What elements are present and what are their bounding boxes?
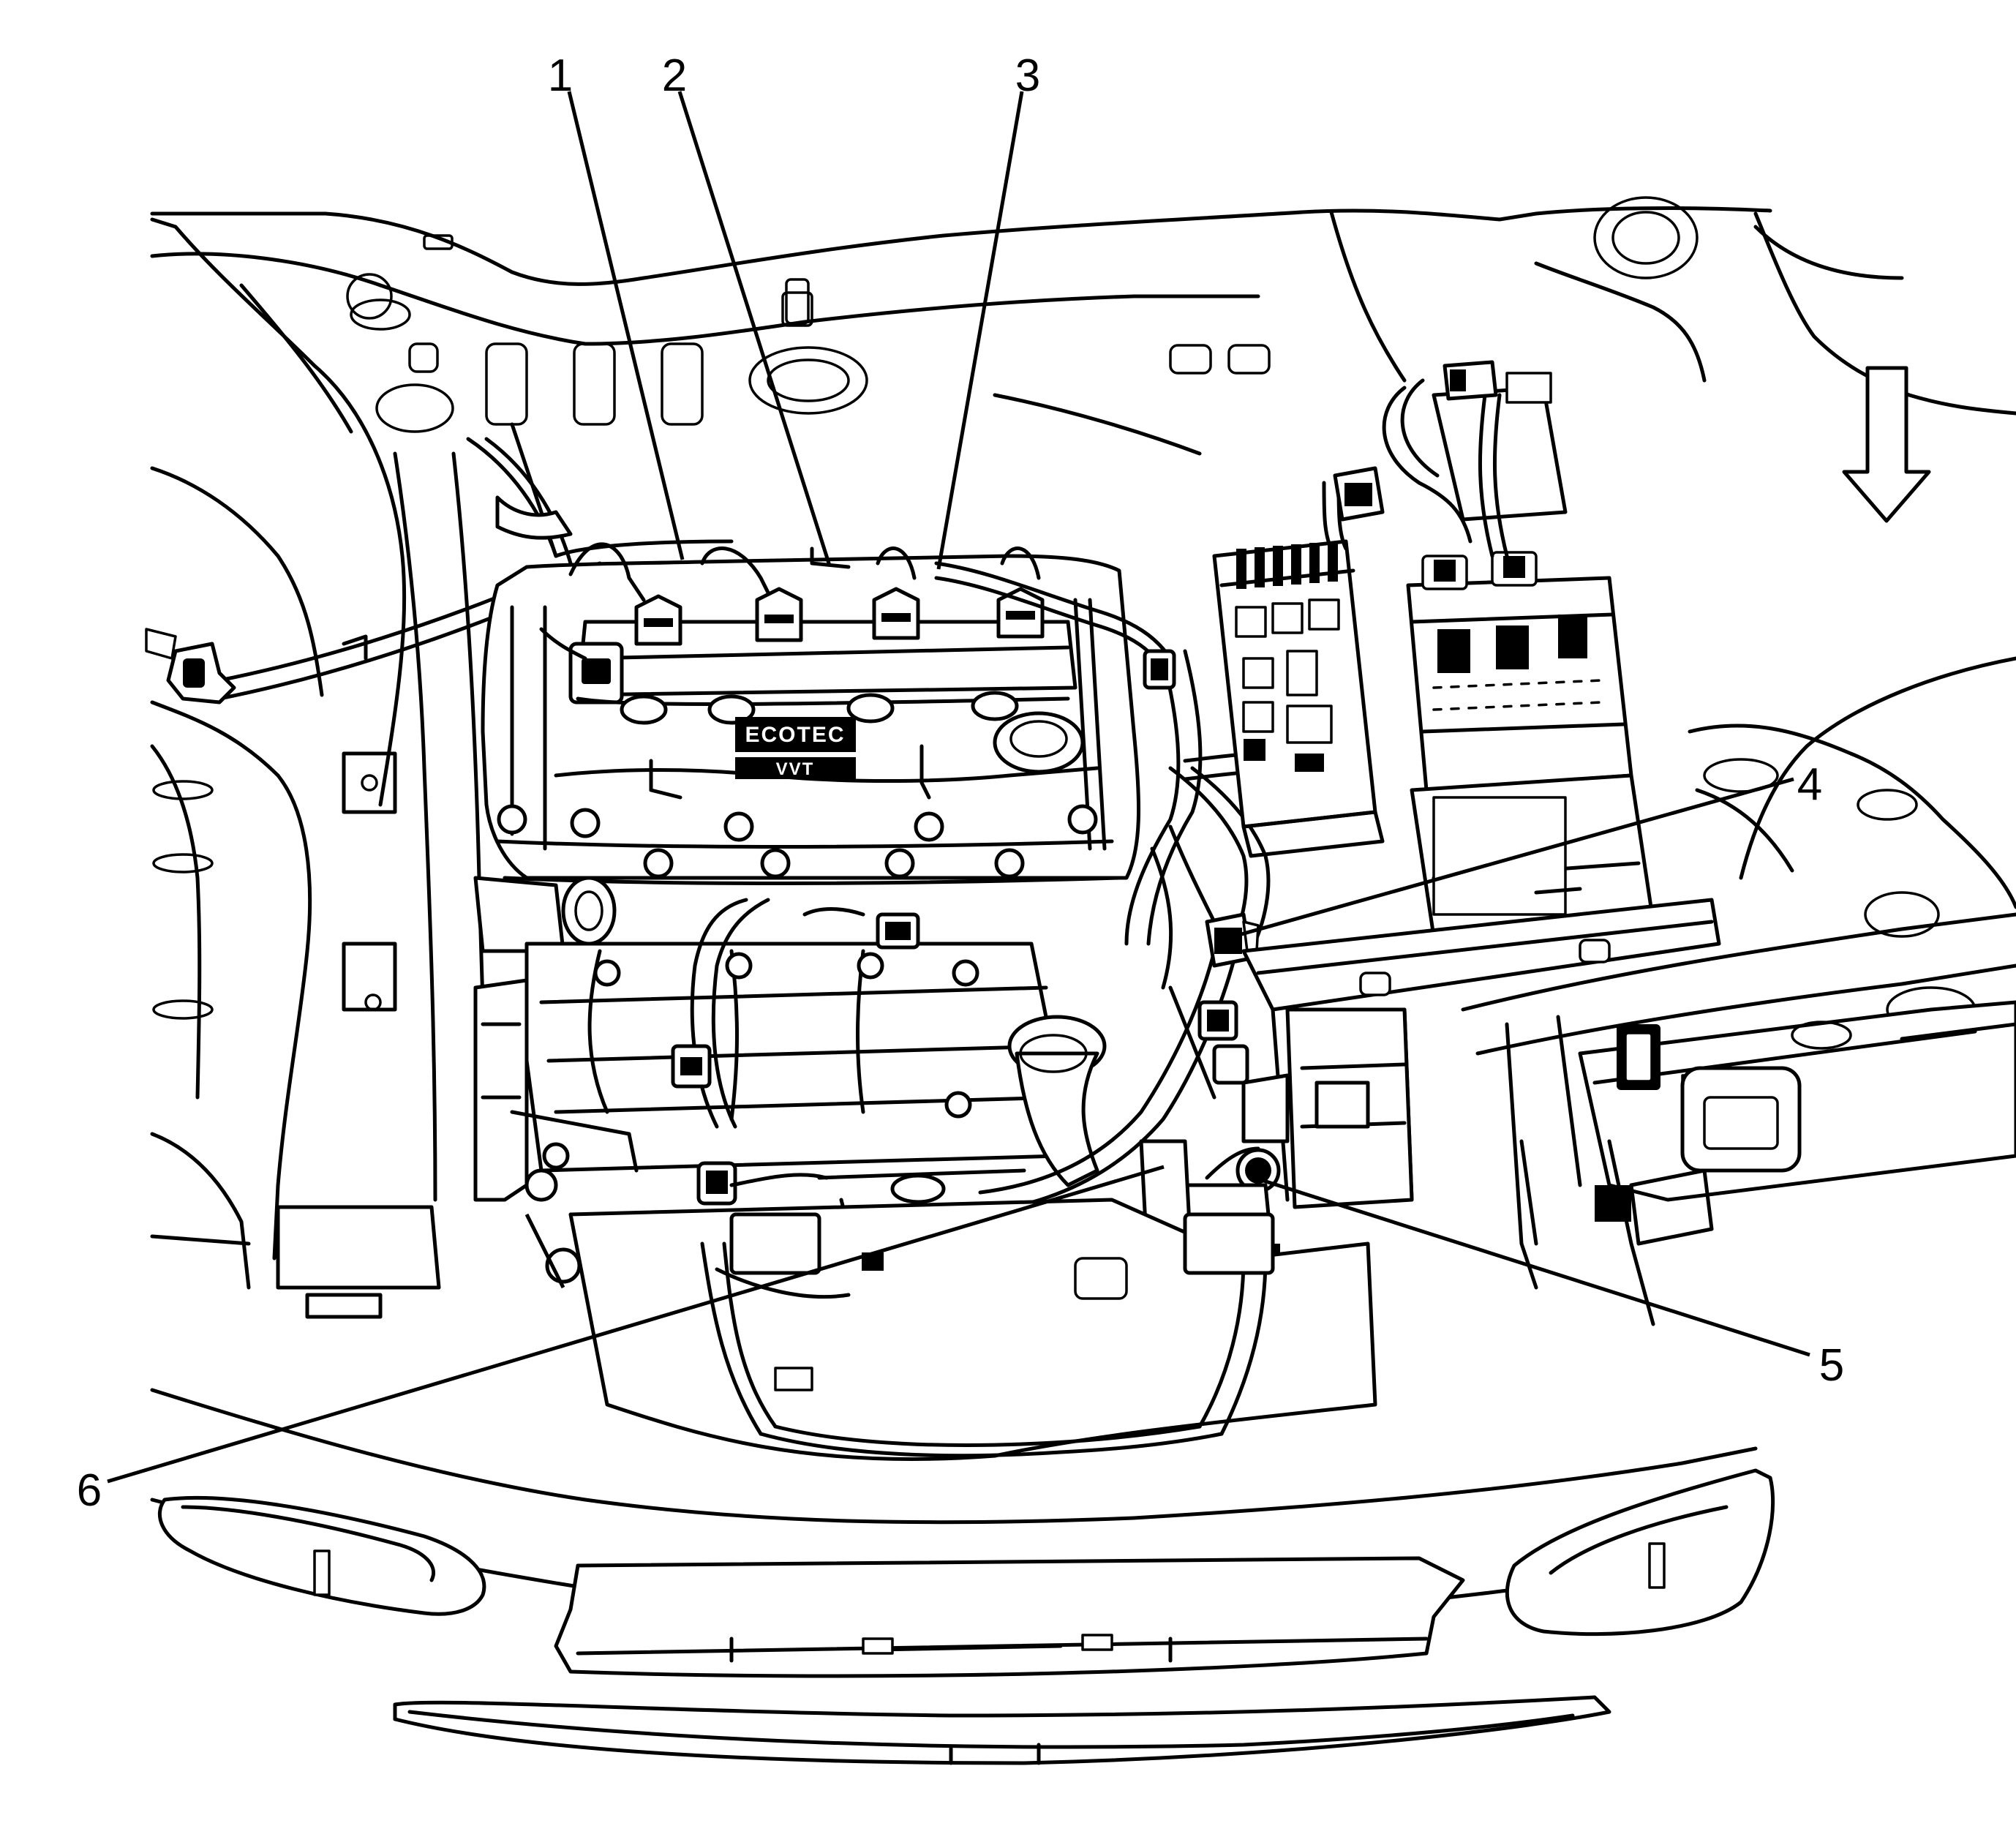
battery-cables-and-relay <box>1382 360 1568 558</box>
oil-filler-cap <box>993 711 1085 774</box>
front-direction-arrow-icon <box>1842 366 1931 523</box>
ecotec-vvt-logo: ECOTEC VVT <box>735 717 856 779</box>
connector-5-sensor-connector <box>1205 1146 1281 1193</box>
leader-4 <box>1241 777 1794 936</box>
fog-lamp-left <box>157 1495 486 1616</box>
ignition-coils <box>634 587 1045 646</box>
vehicle-body-structure <box>150 196 2016 1326</box>
throttle-body <box>1007 1015 1107 1187</box>
battery <box>1406 551 1655 939</box>
fuse-grid <box>1235 541 1340 772</box>
lower-grille-opening <box>554 1556 1465 1678</box>
spark-plug-wells <box>620 691 1019 725</box>
callout-label-3: 3 <box>1015 50 1040 101</box>
leader-3 <box>936 91 1024 570</box>
valve-cover-bolts <box>497 804 1098 879</box>
leader-2 <box>677 91 832 566</box>
radiator-shroud <box>568 1198 1377 1462</box>
intake-bolts <box>542 952 979 1170</box>
callout-leaders <box>107 91 1810 1484</box>
leader-1 <box>567 91 685 560</box>
callout-label-5: 5 <box>1819 1340 1844 1391</box>
callout-label-4: 4 <box>1797 759 1822 810</box>
leader-5 <box>1254 1176 1810 1357</box>
leader-6 <box>107 1165 1165 1484</box>
engine-assembly: ECOTEC VVT <box>473 539 1173 1289</box>
callout-label-6: 6 <box>77 1465 102 1516</box>
callout-labels: 1 2 3 4 5 6 <box>77 50 1844 1516</box>
svg-text:ECOTEC: ECOTEC <box>745 723 845 747</box>
front-fascia <box>150 1388 1775 1765</box>
callout-label-1: 1 <box>548 50 573 101</box>
fog-lamp-right <box>1505 1468 1775 1637</box>
callout-label-2: 2 <box>662 50 687 101</box>
sensor-connector-lower-left <box>696 1161 829 1206</box>
cam-actuator-solenoid <box>473 876 617 953</box>
underhood-fuse-block <box>1212 466 1385 858</box>
